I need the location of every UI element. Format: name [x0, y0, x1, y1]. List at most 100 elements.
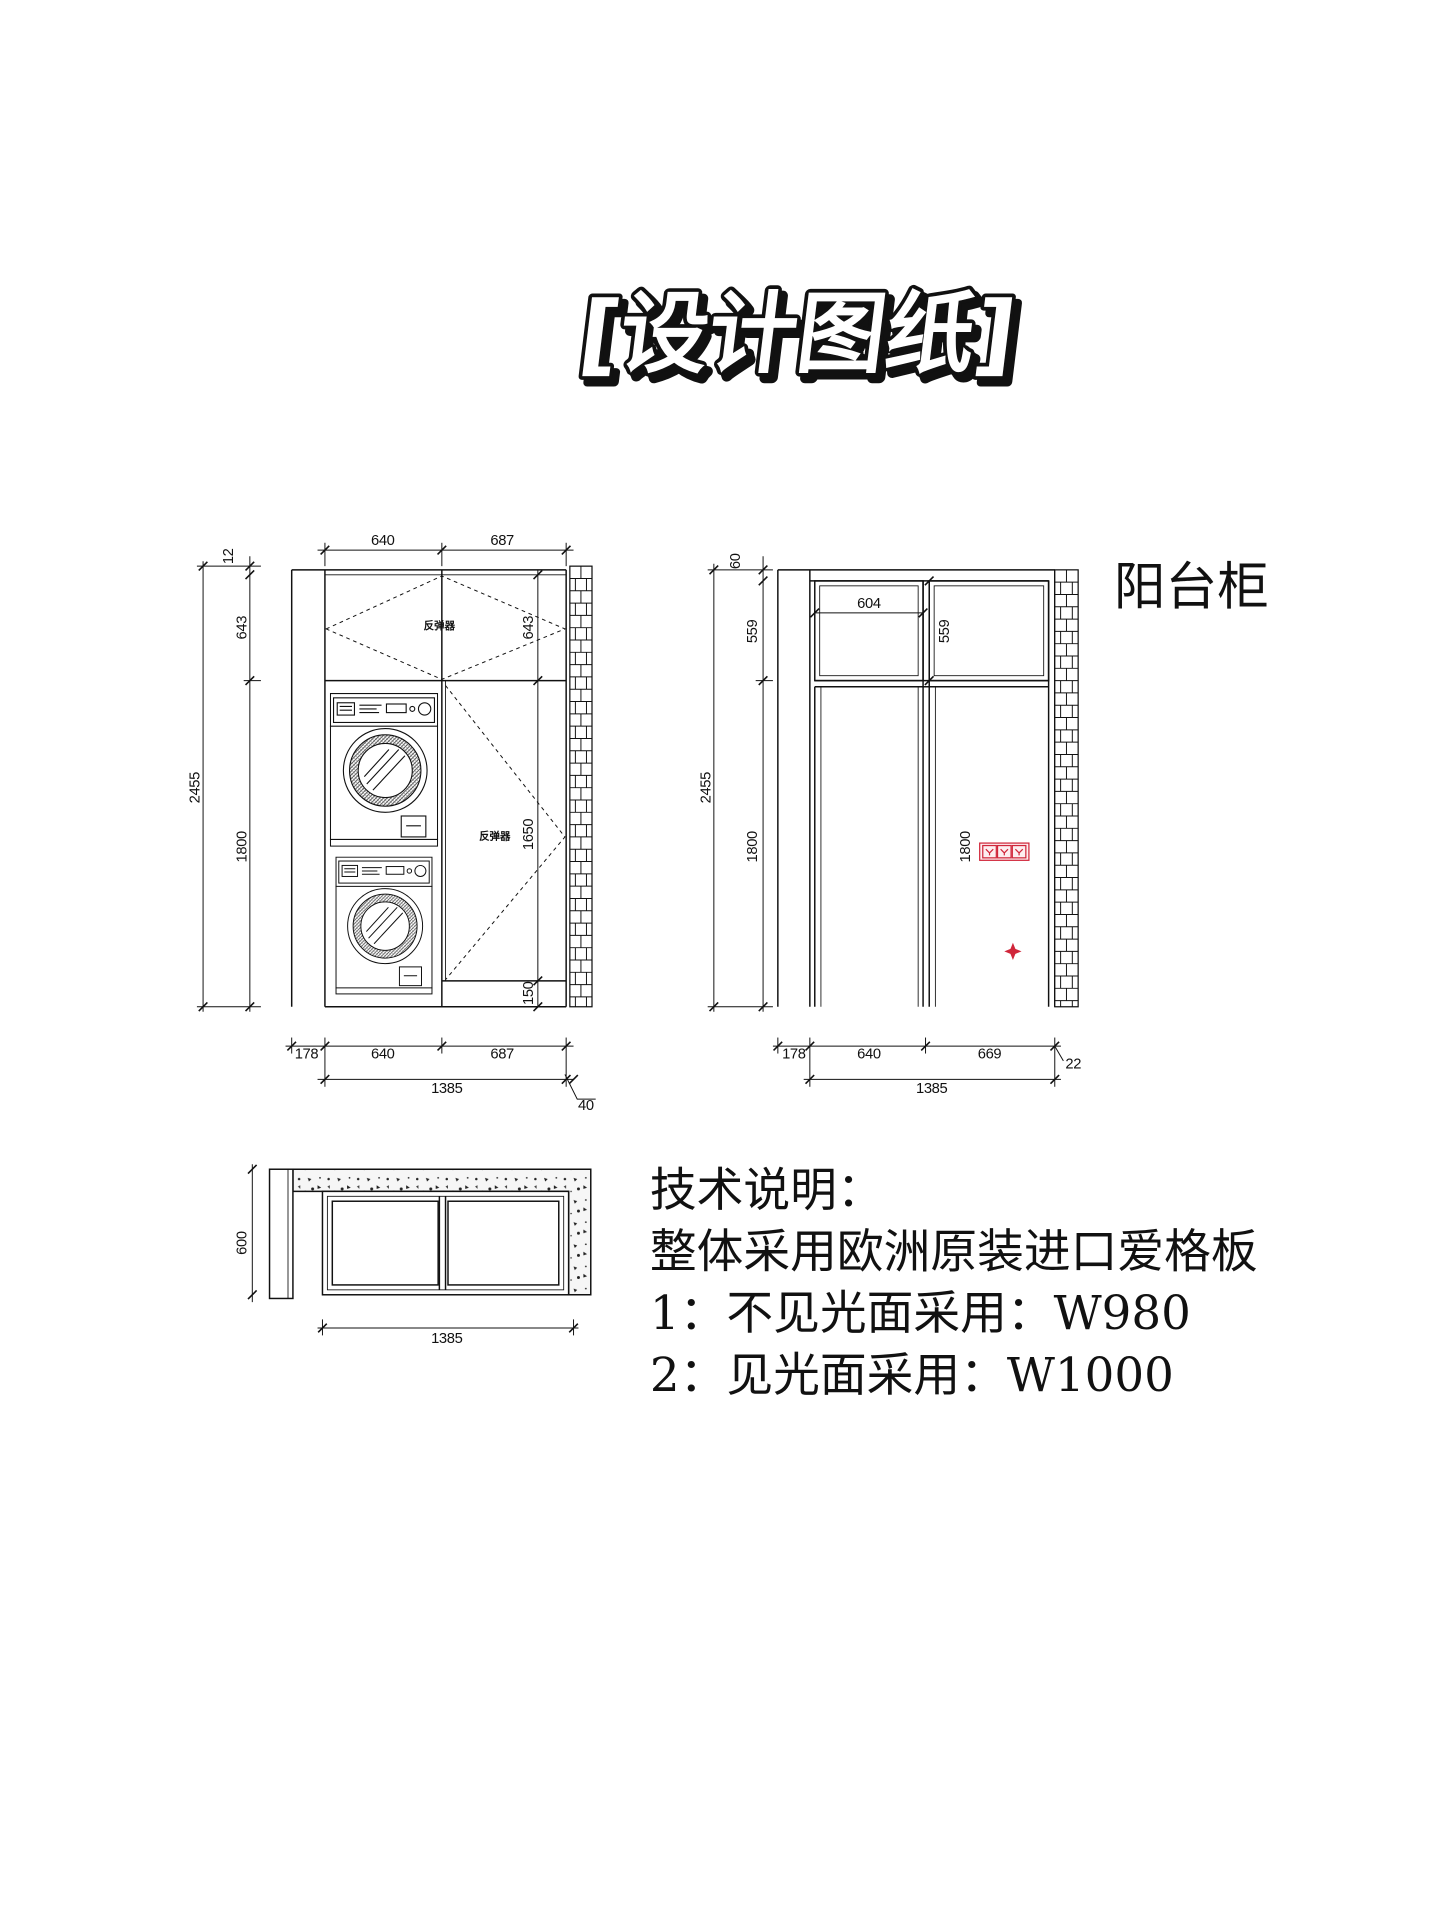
dimension-tick	[1049, 1074, 1060, 1085]
socket-outlet	[996, 844, 1012, 859]
lower-door-label: 反弹器	[479, 829, 511, 842]
left-side-panel	[268, 1168, 294, 1300]
dimension-tick	[568, 1074, 579, 1085]
dimension-tick	[918, 608, 928, 618]
dimension-tick	[758, 1001, 768, 1012]
socket-plate	[979, 842, 1030, 861]
dimension-tick	[772, 1041, 783, 1052]
dimension-tick	[568, 1323, 579, 1333]
page-title-group: [设计图纸] [设计图纸]	[570, 278, 1032, 396]
dim-width: 1385	[431, 1331, 463, 1347]
dimension-tick	[247, 1164, 258, 1175]
dimension-tick	[320, 1074, 330, 1085]
notes-line-hidden-face: 1：不见光面采用：W980	[650, 1287, 1191, 1341]
dim-side-gap: 22	[1065, 1056, 1081, 1072]
notes-line-visible-face: 2：见光面采用：W1000	[650, 1349, 1174, 1403]
dim-bottom-left-width: 640	[857, 1046, 881, 1062]
notes-line-material: 整体采用欧洲原装进口爱格板	[650, 1226, 1258, 1280]
dim-bottom-right-width: 669	[978, 1046, 1002, 1062]
dimension-tick	[920, 1041, 931, 1052]
dim-upper-height: 559	[745, 619, 761, 643]
notes-heading: 技术说明：	[650, 1164, 884, 1218]
front-dimension-ticks	[198, 545, 579, 1085]
side-gap-leader	[1054, 1045, 1064, 1062]
dimension-tick	[247, 1289, 258, 1300]
dim-lower-height: 1800	[745, 831, 761, 863]
side-dimension-ticks	[708, 564, 1060, 1085]
dim-depth: 600	[234, 1231, 250, 1255]
washing-machine-icon	[329, 692, 439, 847]
front-elevation: 反弹器 反弹器 640 687 2455 12 643 180	[188, 533, 596, 1114]
upper-door-swing-lines	[324, 575, 567, 680]
dimension-tick	[436, 545, 447, 556]
dim-bottom-side: 178	[295, 1046, 319, 1062]
dim-bottom-side: 178	[782, 1046, 806, 1062]
dimension-tick	[924, 576, 935, 586]
socket-outlet	[982, 844, 997, 859]
dim-lower-height: 1800	[234, 831, 250, 863]
dim-lower-door-height: 1650	[521, 819, 537, 851]
dim-total-height: 2455	[698, 772, 714, 804]
dim-top-band: 60	[728, 553, 744, 569]
dimension-tick	[532, 675, 543, 686]
power-socket-icon	[979, 842, 1030, 861]
dimension-tick	[1049, 1041, 1060, 1052]
dimension-tick	[198, 561, 208, 572]
dimension-tick	[561, 545, 572, 556]
dimension-tick	[758, 564, 768, 575]
plan-dimension-ticks	[247, 1164, 579, 1333]
dim-lower-inner-height: 1800	[958, 831, 974, 863]
dimension-tick	[244, 675, 255, 686]
technical-notes: 技术说明： 整体采用欧洲原装进口爱格板 1：不见光面采用：W980 2：见光面采…	[650, 1164, 1258, 1403]
upper-door-label: 反弹器	[424, 619, 456, 632]
brick-wall-icon	[1054, 569, 1079, 1008]
dim-upper-height: 643	[234, 616, 250, 640]
side-elevation: 2455 60 559 1800 604 559 1800 178 640 66…	[698, 553, 1081, 1097]
dimension-tick	[198, 1001, 208, 1012]
dim-top-right-width: 687	[490, 533, 514, 549]
upper-left-compartment-inner	[819, 585, 919, 677]
dim-upper-door-height: 643	[521, 616, 537, 640]
page-title-shadow: [设计图纸]	[579, 288, 1027, 392]
dimension-tick	[708, 564, 719, 575]
washing-machine-icon	[334, 856, 434, 995]
dimension-tick	[320, 545, 330, 556]
dim-upper-left-width: 604	[857, 596, 881, 612]
dimension-tick	[244, 561, 255, 572]
brick-wall-icon	[569, 565, 593, 1008]
dim-plinth-height: 150	[521, 981, 537, 1005]
dimension-tick	[532, 569, 543, 580]
lower-door-swing-lines	[445, 685, 566, 981]
dim-overall-width: 1385	[916, 1081, 948, 1097]
dimension-tick	[317, 1323, 328, 1333]
dimension-tick	[924, 675, 935, 686]
dim-side-gap: 40	[578, 1098, 594, 1114]
dimension-tick	[532, 1001, 543, 1012]
dim-top-left-width: 640	[371, 533, 395, 549]
right-compartment	[447, 1200, 560, 1286]
star-marker-icon	[1004, 942, 1022, 960]
dim-upper-inner-height: 559	[937, 619, 953, 643]
dimension-tick	[809, 608, 820, 618]
dimension-tick	[320, 1041, 330, 1052]
dimension-tick	[436, 1041, 447, 1052]
left-compartment	[331, 1200, 439, 1286]
cabinet-label: 阳台柜	[1114, 557, 1269, 617]
upper-right-compartment-inner	[933, 585, 1045, 677]
dimension-tick	[244, 569, 255, 580]
socket-pins	[985, 848, 1024, 856]
page-title: [设计图纸]	[574, 282, 1022, 386]
dimension-tick	[561, 1074, 572, 1085]
dimension-tick	[244, 1001, 255, 1012]
dim-bottom-right-width: 687	[490, 1046, 514, 1062]
socket-outlet	[1011, 844, 1027, 859]
dim-top-gap: 12	[221, 548, 237, 564]
dim-total-height: 2455	[188, 772, 204, 804]
dimension-tick	[758, 675, 768, 686]
dim-overall-width: 1385	[431, 1081, 463, 1097]
dimension-tick	[758, 576, 768, 586]
dimension-tick	[286, 1041, 297, 1052]
dimension-tick	[804, 1041, 815, 1052]
plan-view: 600 1385	[234, 1164, 592, 1347]
